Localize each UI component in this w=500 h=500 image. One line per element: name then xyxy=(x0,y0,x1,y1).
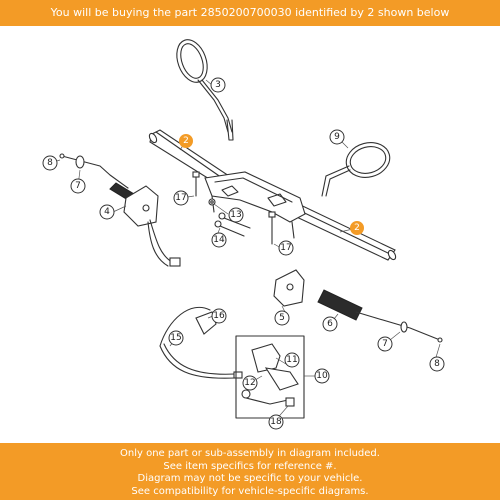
svg-text:2: 2 xyxy=(354,223,360,233)
callout-17-right: 17 xyxy=(278,240,294,256)
svg-text:3: 3 xyxy=(215,80,221,90)
callout-14: 14 xyxy=(211,232,227,248)
left-cable xyxy=(59,153,129,189)
svg-text:14: 14 xyxy=(213,235,225,245)
svg-text:7: 7 xyxy=(75,181,81,191)
mirror-right xyxy=(321,142,391,197)
header-text: You will be buying the part 285020070003… xyxy=(50,6,450,19)
callout-9: 9 xyxy=(329,129,345,145)
callout-10: 10 xyxy=(314,368,330,384)
callout-8-left: 8 xyxy=(42,155,58,171)
svg-text:13: 13 xyxy=(230,210,241,220)
callout-18: 18 xyxy=(268,414,284,430)
svg-text:2: 2 xyxy=(183,136,189,146)
footer-line: Only one part or sub-assembly in diagram… xyxy=(120,448,380,459)
bolt-17-left xyxy=(192,171,200,197)
svg-text:6: 6 xyxy=(327,319,333,329)
callout-17-left: 17 xyxy=(173,190,189,206)
right-cable xyxy=(375,317,443,343)
svg-text:5: 5 xyxy=(279,313,285,323)
svg-text:15: 15 xyxy=(170,333,181,343)
bolts-14 xyxy=(214,212,251,237)
callout-2-right: 2 xyxy=(350,221,364,235)
svg-text:18: 18 xyxy=(270,417,282,427)
footer-line: See item specifics for reference #. xyxy=(163,460,337,472)
svg-text:17: 17 xyxy=(175,193,186,203)
callout-8-right: 8 xyxy=(429,356,445,372)
callout-16: 16 xyxy=(211,308,227,324)
callout-7-left: 7 xyxy=(70,178,86,194)
callout-6: 6 xyxy=(322,316,338,332)
svg-text:8: 8 xyxy=(434,359,440,369)
footer-line: Diagram may not be specific to your vehi… xyxy=(137,473,363,484)
clutch-cable xyxy=(159,306,243,379)
svg-text:10: 10 xyxy=(316,371,328,381)
callout-3: 3 xyxy=(210,77,226,93)
svg-text:12: 12 xyxy=(244,378,255,388)
exploded-parts-diagram: 2 2 3 4 5 6 7 7 8 8 9 10 11 12 13 14 15 xyxy=(42,39,445,430)
throttle-grip xyxy=(317,289,377,321)
right-switch xyxy=(273,269,305,307)
svg-text:17: 17 xyxy=(280,243,291,253)
callout-4: 4 xyxy=(99,204,115,220)
svg-text:4: 4 xyxy=(104,207,110,217)
left-switch-grip xyxy=(109,182,181,267)
header-banner: You will be buying the part 285020070003… xyxy=(0,0,500,26)
svg-text:9: 9 xyxy=(334,132,340,142)
callout-2-top: 2 xyxy=(179,134,193,148)
clutch-lever-assembly xyxy=(235,335,305,419)
cable-holder xyxy=(195,311,217,335)
svg-text:11: 11 xyxy=(286,355,297,365)
bolt-17-right xyxy=(268,211,276,245)
footer-line: See compatibility for vehicle-specific d… xyxy=(131,485,369,497)
callout-5: 5 xyxy=(274,310,290,326)
mirror-left xyxy=(176,39,234,141)
callout-13: 13 xyxy=(228,207,244,223)
callout-7-right: 7 xyxy=(377,336,393,352)
callout-11: 11 xyxy=(284,352,300,368)
callout-12: 12 xyxy=(242,375,258,391)
svg-text:8: 8 xyxy=(47,158,53,168)
washer-13 xyxy=(208,198,216,206)
footer-banner: Only one part or sub-assembly in diagram… xyxy=(0,443,500,500)
callout-15: 15 xyxy=(168,330,184,346)
svg-text:7: 7 xyxy=(382,339,388,349)
svg-text:16: 16 xyxy=(213,311,225,321)
